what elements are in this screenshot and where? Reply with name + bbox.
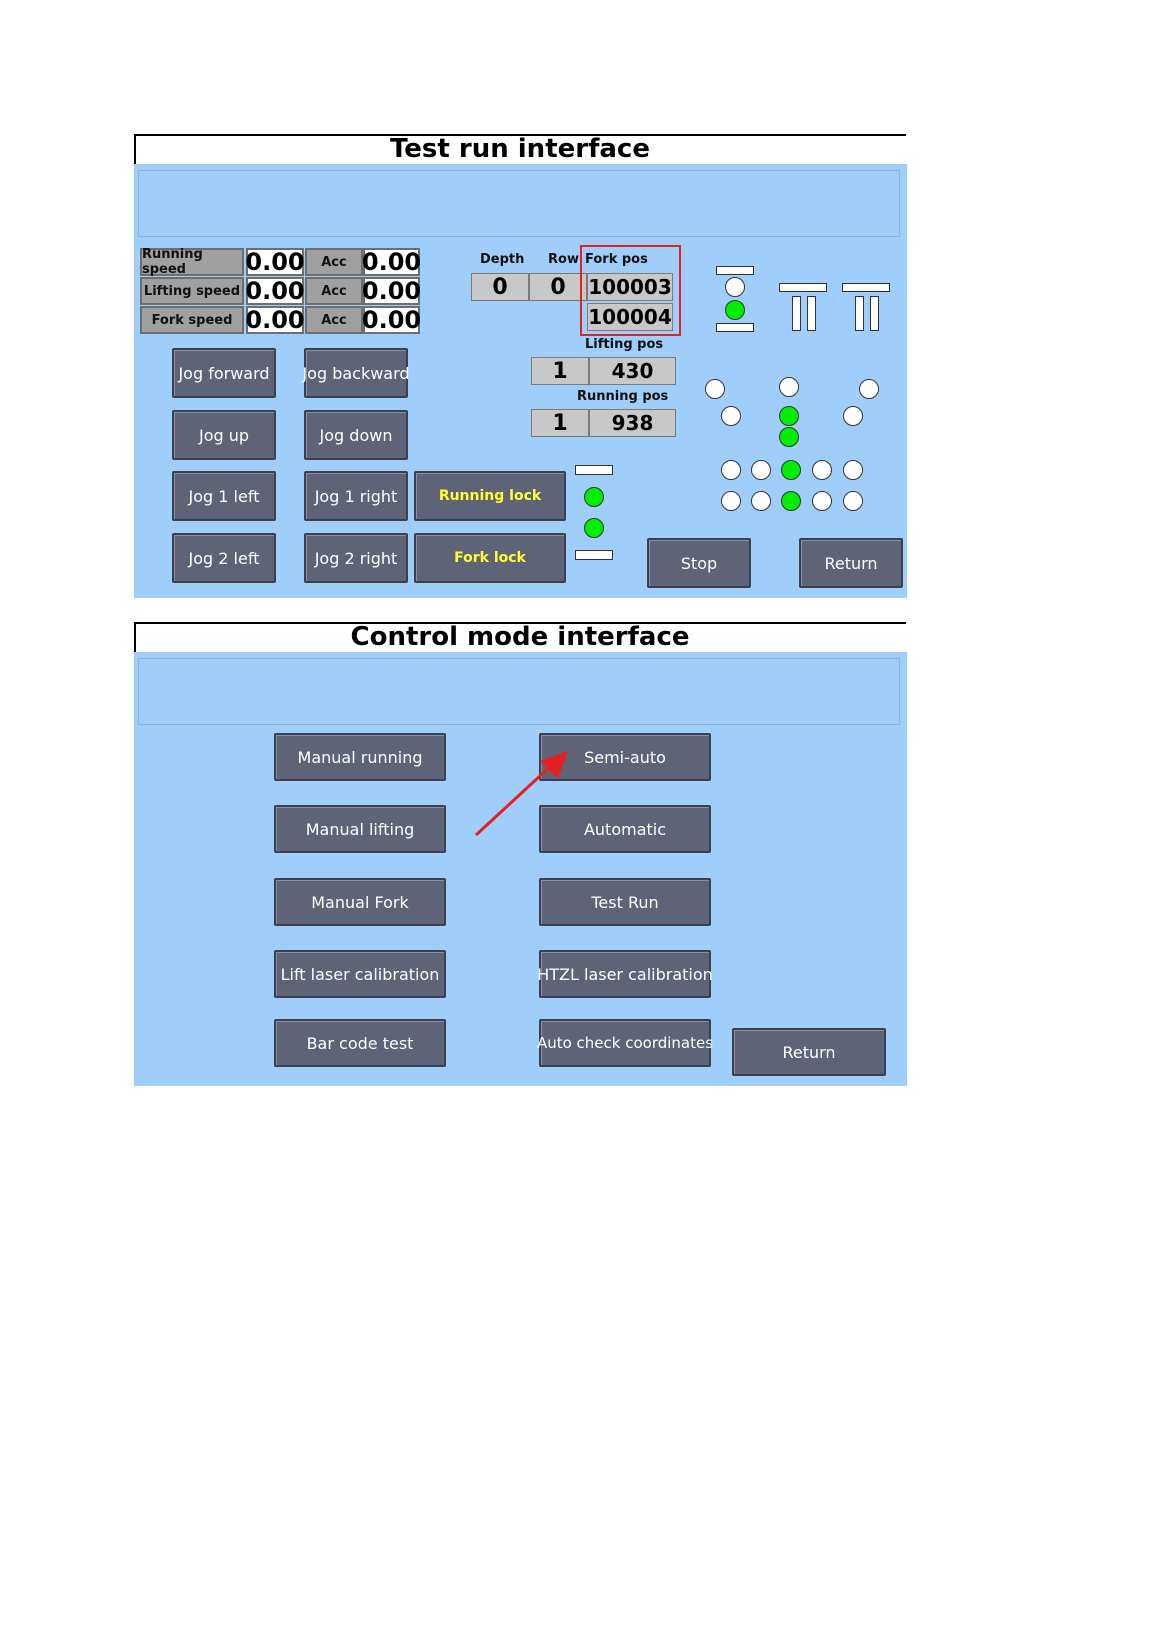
row1-indicator-4 <box>812 460 832 480</box>
running-lock-button[interactable]: Running lock <box>414 471 566 521</box>
fork-pos-highlight <box>580 245 681 336</box>
annotation-arrow-icon <box>474 751 568 837</box>
bar-code-test-button[interactable]: Bar code test <box>274 1019 446 1067</box>
automatic-button[interactable]: Automatic <box>539 805 711 853</box>
running-speed-label: Running speed <box>140 247 244 277</box>
fork-lock-indicator <box>584 518 604 538</box>
manual-running-button[interactable]: Manual running <box>274 733 446 781</box>
control-mode-title-frame <box>134 622 906 652</box>
lifting-pos-label: Lifting pos <box>585 337 664 352</box>
jog-backward-button[interactable]: Jog backward <box>302 348 410 398</box>
fork-right-top-bar <box>842 283 890 292</box>
fork-pos-label: Fork pos <box>585 252 648 267</box>
sensor-indicator-b1 <box>721 406 741 426</box>
fork-pos-value-2: 100004 <box>587 303 673 331</box>
control-mode-panel: Manual running Semi-auto Manual lifting … <box>134 652 907 1086</box>
htzl-laser-calibration-button[interactable]: HTZL laser calibration <box>537 950 713 998</box>
row2-indicator-3 <box>781 491 801 511</box>
lifting-acc-label: Acc <box>305 277 363 305</box>
fork-indicator-2 <box>725 300 745 320</box>
jog-forward-button[interactable]: Jog forward <box>172 348 276 398</box>
control-mode-title: Control mode interface <box>350 622 690 652</box>
fork-pos-value-1: 100003 <box>587 273 673 301</box>
running-lock-bar <box>575 465 613 475</box>
sensor-indicator-a2 <box>779 377 799 397</box>
jog-up-button[interactable]: Jog up <box>172 410 276 460</box>
fork-bottom-bar <box>716 323 754 332</box>
fork-left-arm-2 <box>807 296 816 331</box>
sensor-indicator-b4 <box>779 427 799 447</box>
test-run-button[interactable]: Test Run <box>539 878 711 926</box>
row1-indicator-2 <box>751 460 771 480</box>
row1-indicator-3 <box>781 460 801 480</box>
row2-indicator-1 <box>721 491 741 511</box>
test-run-title: Test run interface <box>390 134 650 164</box>
fork-lock-bar <box>575 550 613 560</box>
fork-acc-label: Acc <box>305 306 363 334</box>
jog-down-button[interactable]: Jog down <box>304 410 408 460</box>
row2-indicator-2 <box>751 491 771 511</box>
return-button[interactable]: Return <box>799 538 903 588</box>
manual-fork-button[interactable]: Manual Fork <box>274 878 446 926</box>
fork-acc-value: 0.00 <box>361 306 422 334</box>
test-run-title-frame <box>134 134 906 164</box>
jog-1-left-button[interactable]: Jog 1 left <box>172 471 276 521</box>
test-run-panel: Running speed 0.00 Acc 0.00 Lifting spee… <box>134 164 907 598</box>
row2-indicator-4 <box>812 491 832 511</box>
row1-indicator-1 <box>721 460 741 480</box>
lifting-pos-value: 430 <box>589 357 676 385</box>
running-pos-index: 1 <box>531 409 589 437</box>
running-speed-value: 0.00 <box>245 248 305 276</box>
semi-auto-button[interactable]: Semi-auto <box>539 733 711 781</box>
jog-2-right-button[interactable]: Jog 2 right <box>304 533 408 583</box>
sensor-indicator-b2 <box>779 406 799 426</box>
fork-right-arm-2 <box>870 296 879 331</box>
row-value: 0 <box>529 273 587 301</box>
auto-check-coordinates-button[interactable]: Auto check coordinates <box>537 1019 713 1067</box>
test-run-message-area <box>138 170 900 237</box>
lifting-pos-index: 1 <box>531 357 589 385</box>
lifting-speed-label: Lifting speed <box>140 277 244 305</box>
row2-indicator-5 <box>843 491 863 511</box>
row1-indicator-5 <box>843 460 863 480</box>
fork-right-arm-1 <box>855 296 864 331</box>
row-label: Row <box>548 252 579 267</box>
stop-button[interactable]: Stop <box>647 538 751 588</box>
lift-laser-calibration-button[interactable]: Lift laser calibration <box>274 950 446 998</box>
lifting-acc-value: 0.00 <box>361 277 422 305</box>
running-pos-value: 938 <box>589 409 676 437</box>
fork-speed-label: Fork speed <box>140 306 244 334</box>
control-mode-message-area <box>138 658 900 725</box>
running-pos-label: Running pos <box>577 389 669 404</box>
fork-speed-value: 0.00 <box>245 306 305 334</box>
depth-value: 0 <box>471 273 529 301</box>
lifting-speed-value: 0.00 <box>245 277 305 305</box>
manual-lifting-button[interactable]: Manual lifting <box>274 805 446 853</box>
depth-label: Depth <box>480 252 525 267</box>
running-lock-indicator <box>584 487 604 507</box>
jog-2-left-button[interactable]: Jog 2 left <box>172 533 276 583</box>
jog-1-right-button[interactable]: Jog 1 right <box>304 471 408 521</box>
running-acc-value: 0.00 <box>361 248 422 276</box>
sensor-indicator-a1 <box>705 379 725 399</box>
fork-indicator-1 <box>725 277 745 297</box>
sensor-indicator-a3 <box>859 379 879 399</box>
fork-lock-button[interactable]: Fork lock <box>414 533 566 583</box>
fork-top-bar <box>716 266 754 275</box>
sensor-indicator-b3 <box>843 406 863 426</box>
control-return-button[interactable]: Return <box>732 1028 886 1076</box>
fork-left-top-bar <box>779 283 827 292</box>
running-acc-label: Acc <box>305 248 363 276</box>
fork-left-arm-1 <box>792 296 801 331</box>
